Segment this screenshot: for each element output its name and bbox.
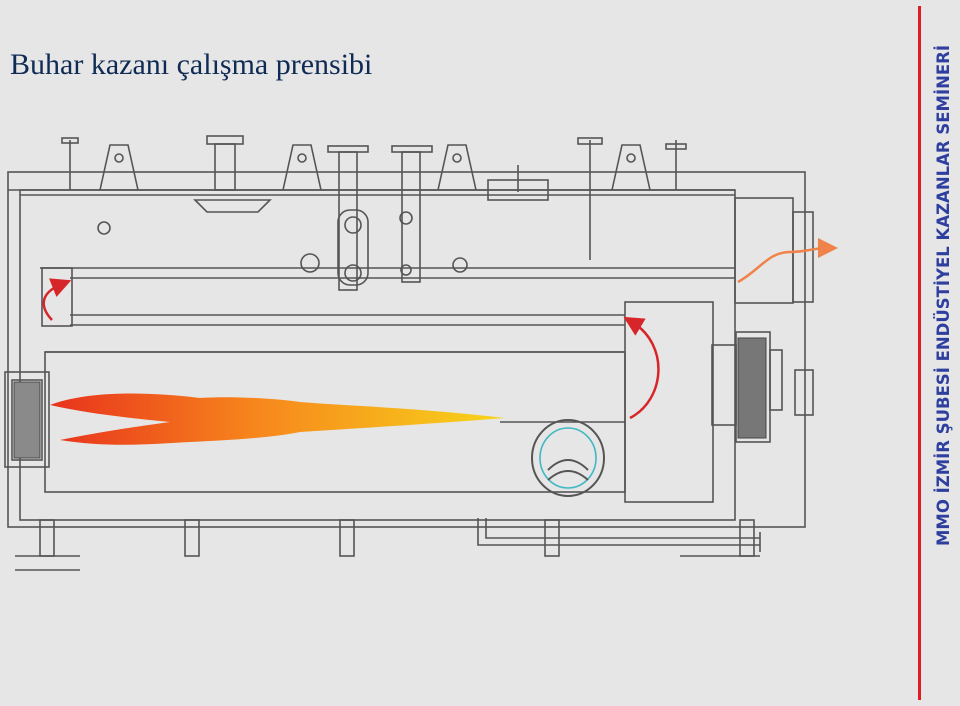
steam-outlet-arrow: [737, 238, 838, 284]
tube-passes: [40, 267, 735, 353]
side-banner: MMO İZMİR ŞUBESİ ENDÜSTİYEL KAZANLAR SEM…: [932, 10, 956, 580]
top-fittings: [61, 135, 687, 291]
support-legs: [15, 519, 760, 571]
boiler-diagram: [4, 135, 838, 571]
reversal-chamber: [500, 301, 714, 503]
valve-flanges: [97, 209, 468, 286]
boiler-shell: [7, 171, 806, 528]
feed-pipe: [477, 518, 761, 552]
page-title: Buhar kazanı çalışma prensibi: [10, 48, 373, 81]
insulation-hatch: [13, 337, 767, 459]
flow-arrow-second-pass: [42, 278, 72, 321]
flame-icon: [50, 393, 505, 445]
front-header: [711, 197, 814, 443]
side-banner-text: MMO İZMİR ŞUBESİ ENDÜSTİYEL KAZANLAR SEM…: [934, 44, 954, 546]
red-divider: [918, 6, 921, 700]
flow-arrow-first-pass: [623, 316, 660, 420]
burner-window-icon: [531, 419, 605, 497]
